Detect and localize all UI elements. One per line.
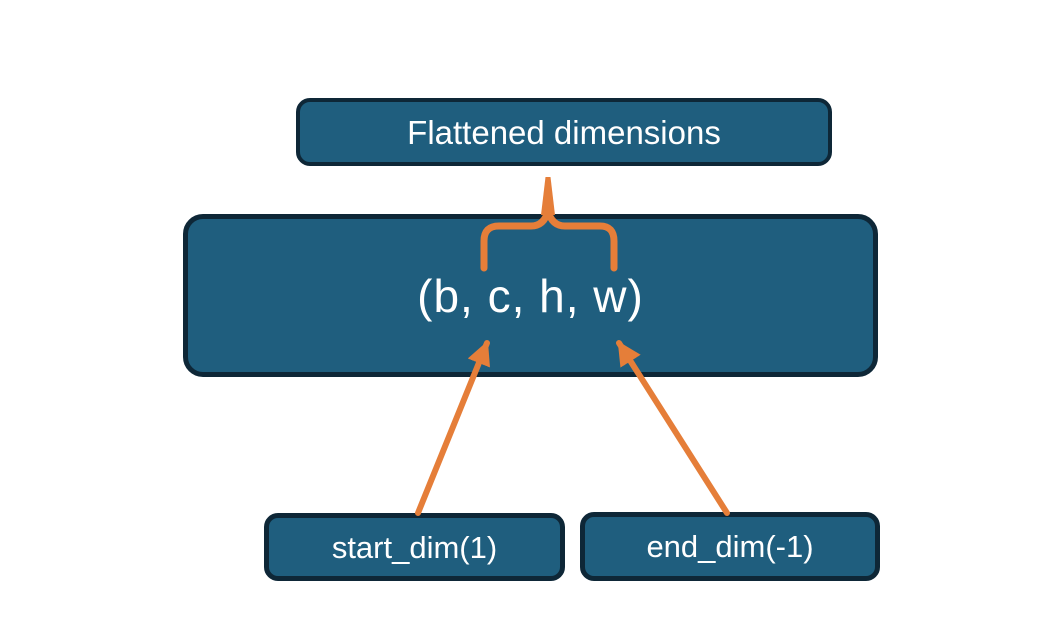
brace-stem-icon: [541, 177, 555, 215]
node-start-dim: start_dim(1): [264, 513, 565, 581]
node-tensor-shape: (b, c, h, w): [183, 214, 878, 377]
end-dim-label: end_dim(-1): [646, 529, 814, 564]
start-dim-label: start_dim(1): [331, 529, 498, 565]
node-flattened-dimensions: Flattened dimensions: [296, 98, 832, 166]
node-end-dim: end_dim(-1): [580, 512, 880, 581]
tensor-shape-label: (b, c, h, w): [417, 269, 644, 322]
flattened-dimensions-label: Flattened dimensions: [407, 113, 721, 151]
